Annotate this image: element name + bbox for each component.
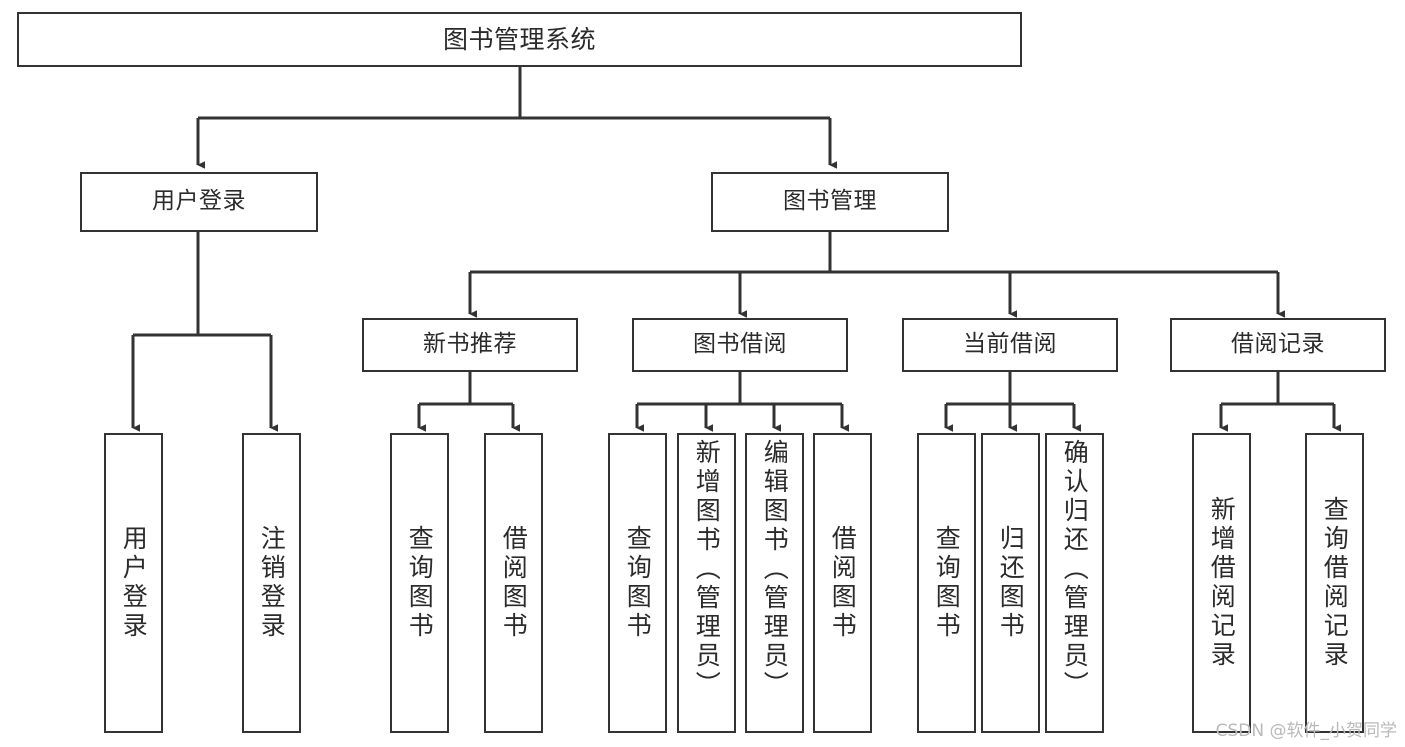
leaf-book-borrow-edit[interactable]: 编辑图书（管理员）: [745, 433, 804, 733]
leaf-borrow-record-query[interactable]: 查询借阅记录: [1305, 433, 1364, 733]
leaf-current-borrow-query[interactable]: 查询图书: [917, 433, 976, 733]
leaf-book-borrow-add[interactable]: 新增图书（管理员）: [677, 433, 736, 733]
node-label: 注销登录: [257, 525, 287, 641]
node-label: 图书借阅: [693, 331, 787, 358]
node-label: 确认归还（管理员）: [1060, 439, 1090, 700]
node-label: 编辑图书（管理员）: [760, 439, 790, 700]
leaf-user-login-login[interactable]: 用户登录: [104, 433, 163, 733]
node-book-management[interactable]: 图书管理: [711, 172, 949, 232]
node-label: 图书管理: [783, 188, 877, 215]
node-label: 借阅图书: [499, 525, 529, 641]
leaf-user-login-logout[interactable]: 注销登录: [242, 433, 301, 733]
node-label: 新增借阅记录: [1207, 496, 1237, 670]
leaf-current-borrow-confirm-return[interactable]: 确认归还（管理员）: [1045, 433, 1104, 733]
leaf-book-borrow-query[interactable]: 查询图书: [608, 433, 667, 733]
node-current-borrow[interactable]: 当前借阅: [902, 318, 1118, 372]
node-label: 用户登录: [152, 188, 246, 215]
node-label: 借阅记录: [1231, 331, 1325, 358]
node-label: 借阅图书: [828, 525, 858, 641]
node-label: 查询借阅记录: [1320, 496, 1350, 670]
node-user-login[interactable]: 用户登录: [80, 172, 318, 232]
node-label: 用户登录: [119, 525, 149, 641]
node-label: 查询图书: [932, 525, 962, 641]
node-label: 查询图书: [405, 525, 435, 641]
leaf-book-borrow-borrow[interactable]: 借阅图书: [813, 433, 872, 733]
node-label: 查询图书: [623, 525, 653, 641]
node-new-book-recommend[interactable]: 新书推荐: [362, 318, 578, 372]
node-label: 归还图书: [996, 525, 1026, 641]
leaf-current-borrow-return[interactable]: 归还图书: [981, 433, 1040, 733]
node-label: 新增图书（管理员）: [692, 439, 722, 700]
node-label: 新书推荐: [423, 331, 517, 358]
node-borrow-record[interactable]: 借阅记录: [1170, 318, 1386, 372]
node-label: 当前借阅: [963, 331, 1057, 358]
leaf-new-book-borrow[interactable]: 借阅图书: [484, 433, 543, 733]
node-root-system[interactable]: 图书管理系统: [17, 12, 1022, 67]
node-label: 图书管理系统: [442, 24, 596, 54]
leaf-borrow-record-add[interactable]: 新增借阅记录: [1192, 433, 1251, 733]
leaf-new-book-query[interactable]: 查询图书: [390, 433, 449, 733]
node-book-borrow[interactable]: 图书借阅: [632, 318, 848, 372]
